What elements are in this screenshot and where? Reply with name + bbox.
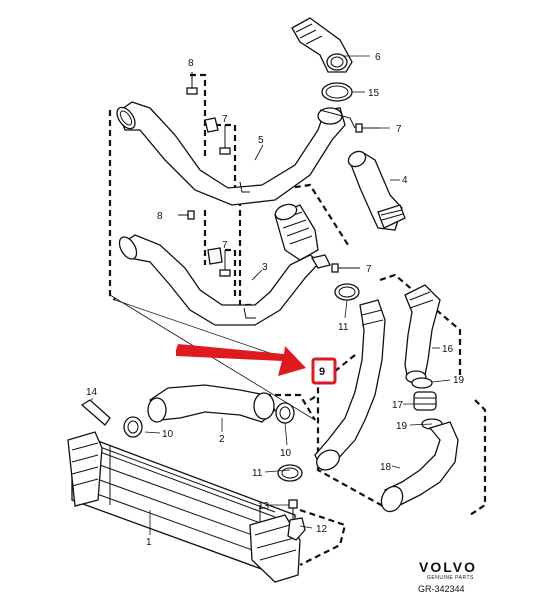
clamp-part-11-upper xyxy=(334,283,360,301)
assembly-outline-bottom xyxy=(299,508,347,566)
highlight-box-part-9[interactable] xyxy=(311,357,337,385)
label-part-18: 18 xyxy=(380,462,392,473)
leader-lines xyxy=(91,55,451,535)
reference-number: GR-342344 xyxy=(418,584,465,594)
label-part-15: 15 xyxy=(368,88,380,99)
label-part-10-right: 10 xyxy=(280,448,292,459)
label-part-11-upper: 11 xyxy=(338,322,349,333)
label-part-17: 17 xyxy=(392,400,404,411)
clamp-part-10-right xyxy=(275,402,295,424)
label-part-14: 14 xyxy=(86,387,98,398)
label-part-7-a: 7 xyxy=(222,114,228,125)
screw-part-7-c xyxy=(219,250,231,277)
hose-part-6 xyxy=(291,17,353,73)
clamp-part-11-lower xyxy=(277,464,303,482)
assembly-outline-lower xyxy=(265,393,319,421)
screw-part-7-d xyxy=(331,263,360,273)
label-part-1: 1 xyxy=(146,537,152,548)
label-part-7-b: 7 xyxy=(396,124,402,135)
brand-logo: VOLVO xyxy=(419,559,477,575)
label-part-19-upper: 19 xyxy=(453,375,465,386)
sensor-part-12 xyxy=(287,517,306,541)
screw-part-8-lower xyxy=(178,210,195,220)
clamp-part-19-upper xyxy=(411,377,433,389)
label-part-13: 13 xyxy=(258,501,270,512)
clamp-part-10-left xyxy=(123,416,143,438)
screw-part-7-a xyxy=(219,125,231,155)
hose-part-16 xyxy=(404,284,441,384)
connector-part-17 xyxy=(413,391,437,411)
hose-part-4 xyxy=(347,150,406,231)
screw-part-8-upper xyxy=(186,72,198,95)
hose-part-2 xyxy=(147,384,276,423)
label-part-11-lower: 11 xyxy=(252,468,263,479)
label-part-7-c: 7 xyxy=(222,240,228,251)
screw-part-13 xyxy=(288,499,298,520)
label-part-8-lower: 8 xyxy=(157,211,163,222)
assembly-outline-right xyxy=(316,273,487,516)
label-part-4: 4 xyxy=(402,175,408,186)
label-part-12: 12 xyxy=(316,524,328,535)
pipe-part-3 xyxy=(118,203,331,326)
intercooler-part-1 xyxy=(67,431,301,583)
leader-assembly xyxy=(114,299,291,361)
highlight-arrow xyxy=(176,344,306,376)
label-part-10-left: 10 xyxy=(162,429,174,440)
label-part-3: 3 xyxy=(262,262,268,273)
label-part-2: 2 xyxy=(219,434,225,445)
clamp-part-15 xyxy=(321,82,353,102)
hose-part-18 xyxy=(380,421,459,513)
strip-part-14 xyxy=(80,399,111,426)
label-part-7-d: 7 xyxy=(366,264,372,275)
label-part-5: 5 xyxy=(258,135,264,146)
hose-part-9 xyxy=(314,299,386,471)
brand-tagline: GENUINE PARTS xyxy=(427,575,474,581)
label-part-9[interactable]: 9 xyxy=(319,366,325,378)
label-part-6: 6 xyxy=(375,52,381,63)
pipe-part-5 xyxy=(116,101,356,206)
label-part-19-lower: 19 xyxy=(396,421,408,432)
label-part-16: 16 xyxy=(442,344,454,355)
label-part-8-upper: 8 xyxy=(188,58,194,69)
